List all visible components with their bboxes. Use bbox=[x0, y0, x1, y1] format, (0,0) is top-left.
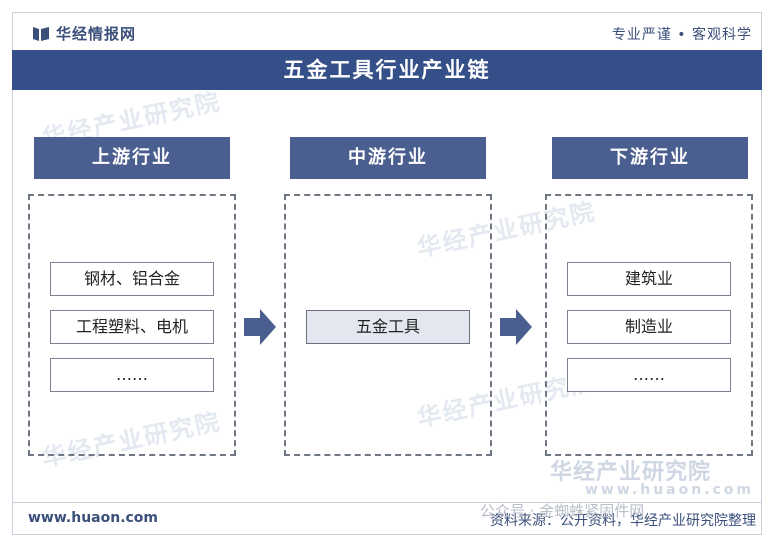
brand-logo: 华经情报网 bbox=[32, 23, 136, 44]
arrow-right-icon bbox=[500, 309, 532, 345]
slogan: 专业严谨 • 客观科学 bbox=[611, 27, 752, 43]
page-frame bbox=[12, 12, 762, 535]
midstream-box: 五金工具 bbox=[284, 194, 492, 456]
watermark-brand: 华经产业研究院 bbox=[550, 460, 712, 485]
arrow-right-icon bbox=[244, 309, 276, 345]
downstream-item: 制造业 bbox=[567, 310, 731, 344]
upstream-item: 钢材、铝合金 bbox=[50, 262, 214, 296]
footer-source: 资料来源：公开资料，华经产业研究院整理 bbox=[490, 513, 756, 529]
downstream-item: …… bbox=[567, 358, 731, 392]
footer-divider bbox=[12, 502, 762, 503]
downstream-box: 建筑业 制造业 …… bbox=[545, 194, 753, 456]
downstream-item: 建筑业 bbox=[567, 262, 731, 296]
midstream-header: 中游行业 bbox=[290, 137, 486, 179]
upstream-header: 上游行业 bbox=[34, 137, 230, 179]
upstream-item: …… bbox=[50, 358, 214, 392]
top-bar: 华经情报网 专业严谨 • 客观科学 bbox=[12, 20, 760, 46]
brand-logo-icon bbox=[33, 26, 49, 41]
midstream-item: 五金工具 bbox=[306, 310, 470, 344]
wechat-overlay: 公众号 · 金蜘蛛紧固件网 bbox=[480, 502, 645, 520]
diagram-title: 五金工具行业产业链 bbox=[12, 50, 762, 90]
upstream-item: 工程塑料、电机 bbox=[50, 310, 214, 344]
downstream-header: 下游行业 bbox=[552, 137, 748, 179]
brand-name: 华经情报网 bbox=[56, 25, 137, 43]
upstream-box: 钢材、铝合金 工程塑料、电机 …… bbox=[28, 194, 236, 456]
watermark-url: www.huaon.com bbox=[585, 482, 755, 498]
footer-website: www.huaon.com bbox=[28, 510, 159, 526]
